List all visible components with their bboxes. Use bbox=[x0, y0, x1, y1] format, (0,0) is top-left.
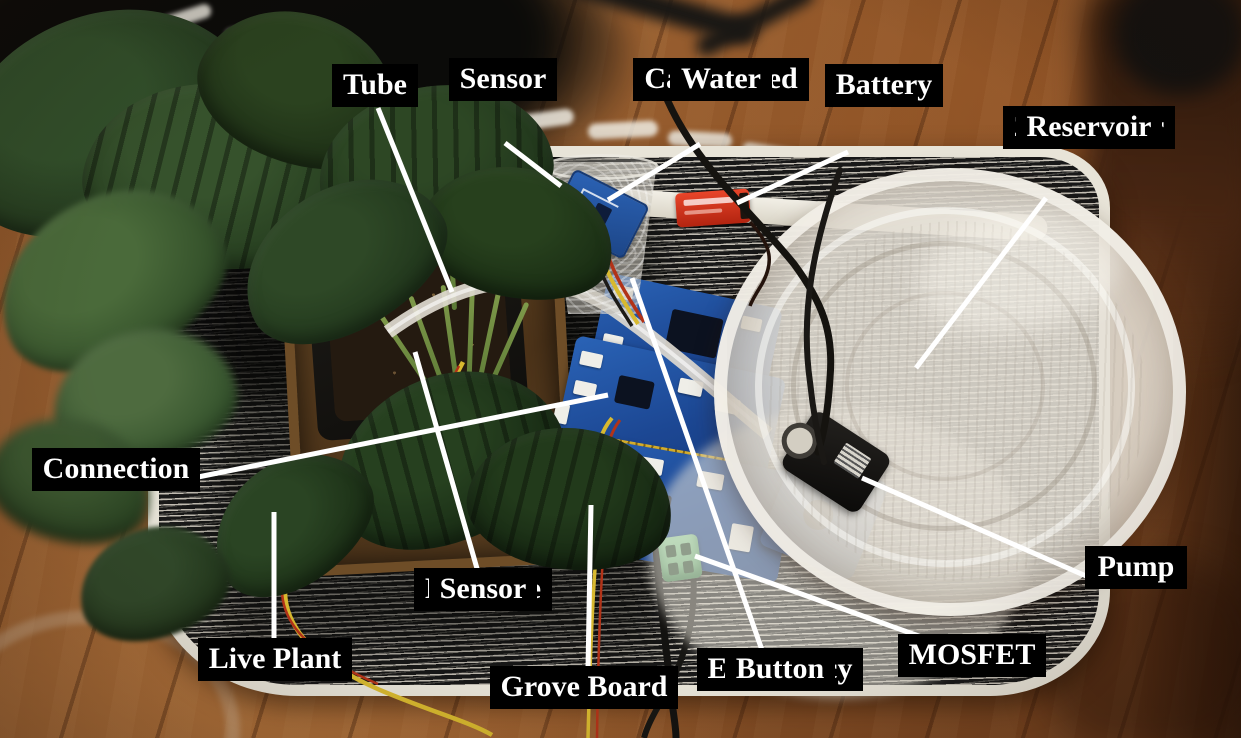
reservoir-rim-ring bbox=[755, 207, 1135, 567]
leader-line-tube bbox=[375, 107, 455, 293]
leader-line-eco2-sensor bbox=[503, 141, 563, 188]
annotation-text: Button bbox=[724, 648, 836, 691]
leader-line-mosfet bbox=[694, 553, 931, 643]
water-line-ring bbox=[791, 241, 1097, 531]
annotation-text: Sensor bbox=[428, 568, 538, 611]
battery-wire bbox=[748, 220, 771, 307]
leader-line-water-pump bbox=[860, 475, 1088, 579]
leader-line-9v-battery bbox=[735, 149, 850, 206]
annotation-text: Grove Board bbox=[489, 666, 679, 709]
leader-line-laptop-connection bbox=[197, 392, 609, 480]
annotation-text: MOSFET bbox=[897, 634, 1047, 677]
annotation-text: Water bbox=[670, 58, 772, 101]
leader-line-grove-board bbox=[585, 504, 594, 669]
chair-wheel bbox=[1115, 0, 1241, 95]
glass-rim bbox=[543, 154, 659, 180]
leader-line-emergency-button bbox=[629, 277, 766, 654]
dangling-wire-red bbox=[595, 555, 605, 738]
annotation-text: Reservoir bbox=[1015, 106, 1163, 149]
annotation-text: Tube bbox=[332, 64, 418, 107]
leader-line-carbonated-water bbox=[606, 141, 702, 203]
annotation-text: Live Plant bbox=[197, 638, 353, 681]
annotation-text: Battery bbox=[824, 64, 944, 107]
pump-cable-2 bbox=[803, 167, 843, 465]
annotation-text: Pump bbox=[1086, 546, 1186, 589]
dangling-wire-yellow bbox=[586, 555, 598, 738]
annotation-text: Sensor bbox=[448, 58, 558, 101]
leader-line-moisture-sensor bbox=[412, 351, 481, 573]
leader-line-water-reservoir bbox=[914, 196, 1048, 370]
annotation-text: Connection bbox=[31, 448, 201, 491]
reservoir-bottom-ring bbox=[845, 291, 1045, 481]
